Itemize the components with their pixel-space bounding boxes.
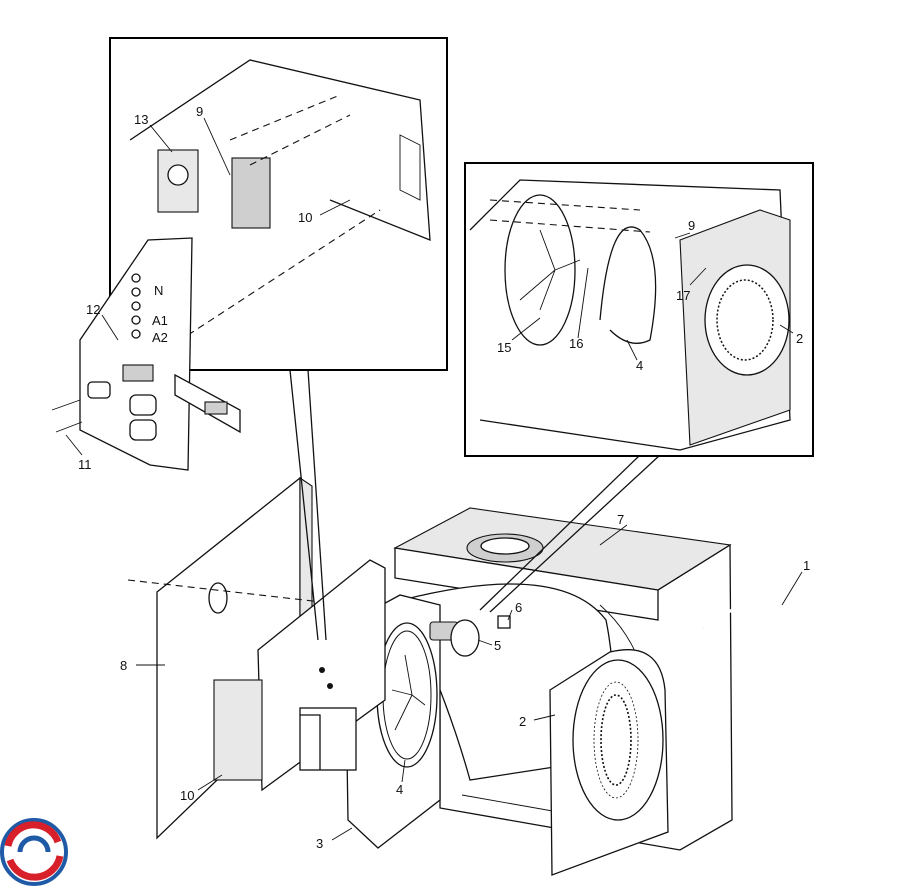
callout-15: 15 (497, 340, 511, 355)
callout-9-inset-right: 9 (688, 218, 695, 233)
callout-1: 1 (803, 558, 810, 573)
callout-13: 13 (134, 112, 148, 127)
inset-control-panel: N A1 A2 (51, 37, 448, 471)
panel-marking-a2: A2 (152, 330, 168, 345)
callout-12: 12 (86, 302, 100, 317)
callout-8: 8 (120, 658, 127, 673)
callout-10-main: 10 (180, 788, 194, 803)
callout-leaders (65, 117, 803, 841)
panel-marking-n: N (154, 283, 163, 298)
callout-11: 11 (78, 457, 92, 472)
main-assembly (127, 369, 792, 876)
callout-2-inset-right: 2 (796, 331, 803, 346)
callout-6: 6 (515, 600, 522, 615)
callout-numbers: 13 9 10 12 11 9 17 2 15 16 4 1 7 6 5 2 8… (78, 104, 810, 851)
callout-16: 16 (569, 336, 583, 351)
part-8-side-panel (127, 476, 481, 840)
part-10-control-board (213, 559, 386, 792)
callout-5: 5 (494, 638, 501, 653)
callout-10-inset-left: 10 (298, 210, 312, 225)
callout-2-main: 2 (519, 714, 526, 729)
callout-9-inset-left: 9 (196, 104, 203, 119)
callout-7: 7 (617, 512, 624, 527)
panel-marking-a1: A1 (152, 313, 168, 328)
callout-4-inset-right: 4 (636, 358, 643, 373)
inset-fan-assembly (464, 162, 814, 457)
part-2-fan-cover-main (549, 649, 669, 876)
part-5-lamp (429, 615, 511, 657)
callout-4-main: 4 (396, 782, 403, 797)
part-1-seal (702, 577, 792, 824)
callout-3: 3 (316, 836, 323, 851)
brand-logo-icon (0, 818, 68, 886)
callout-17: 17 (676, 288, 690, 303)
